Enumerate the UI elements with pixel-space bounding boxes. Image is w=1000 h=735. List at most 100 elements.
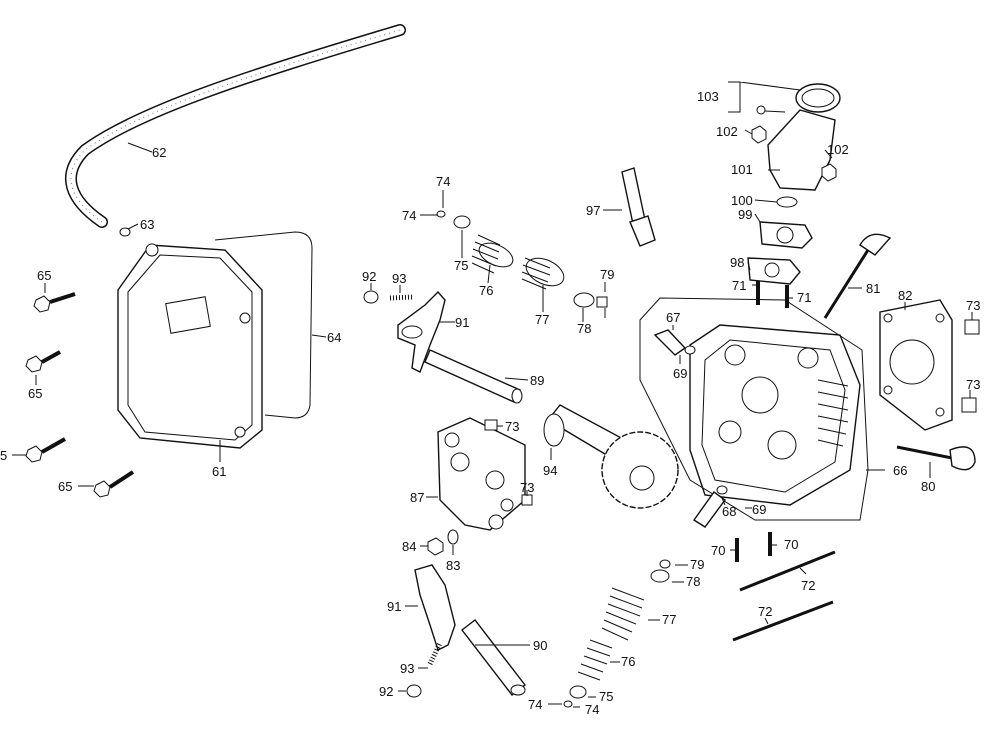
label-64: 64 xyxy=(327,330,341,345)
label-71: 71 xyxy=(797,290,811,305)
label-63: 63 xyxy=(140,217,154,232)
valve-spring-inner xyxy=(521,257,565,290)
washer xyxy=(447,529,459,545)
label-61: 61 xyxy=(212,464,226,479)
label-77: 77 xyxy=(662,612,676,627)
label-79: 79 xyxy=(600,267,614,282)
cylinder-head-cover xyxy=(117,243,263,449)
label-65: 65 xyxy=(58,479,72,494)
label-67: 67 xyxy=(666,310,680,325)
label-90: 90 xyxy=(533,638,547,653)
camshaft xyxy=(543,404,679,509)
label-98: 98 xyxy=(730,255,744,270)
rocker-arm xyxy=(414,564,456,651)
label-82: 82 xyxy=(898,288,912,303)
valve-seal xyxy=(659,559,671,569)
label-93: 93 xyxy=(400,661,414,676)
label-75: 75 xyxy=(599,689,613,704)
bolt xyxy=(25,350,61,373)
label-87: 87 xyxy=(410,490,424,505)
label-99: 99 xyxy=(738,207,752,222)
label-70: 70 xyxy=(711,543,725,558)
label-68: 68 xyxy=(722,504,736,519)
intake-valve xyxy=(823,233,892,319)
nut xyxy=(427,537,444,556)
breather-hose xyxy=(64,24,406,228)
adjust-screw xyxy=(427,641,443,666)
valve-spring-upper xyxy=(471,234,514,274)
label-74: 74 xyxy=(585,702,599,717)
label-73: 73 xyxy=(966,377,980,392)
label-75: 75 xyxy=(454,258,468,273)
label-94: 94 xyxy=(543,463,557,478)
adjust-screw xyxy=(389,294,414,301)
valve-seal xyxy=(596,296,608,308)
camshaft-holder xyxy=(437,417,526,531)
callout-labels: 5 61 62 63 64 65 65 65 66 67 68 69 69 70… xyxy=(0,89,980,717)
label-74: 74 xyxy=(528,697,542,712)
label-78: 78 xyxy=(686,574,700,589)
label-70: 70 xyxy=(784,537,798,552)
label-100: 100 xyxy=(731,193,753,208)
bolt xyxy=(33,292,76,313)
label-89: 89 xyxy=(530,373,544,388)
long-stud xyxy=(739,550,836,592)
rocker-shaft xyxy=(424,349,523,404)
bolt xyxy=(25,437,66,463)
stud-bolt xyxy=(693,491,726,528)
label-66: 66 xyxy=(893,463,907,478)
label-92: 92 xyxy=(379,684,393,699)
label-74: 74 xyxy=(436,174,450,189)
rocker-arm xyxy=(397,290,446,373)
label-5: 5 xyxy=(0,448,7,463)
label-102: 102 xyxy=(716,124,738,139)
label-81: 81 xyxy=(866,281,880,296)
label-80: 80 xyxy=(921,479,935,494)
label-71: 71 xyxy=(732,278,746,293)
insulator-gasket xyxy=(759,221,813,249)
label-72: 72 xyxy=(801,578,815,593)
label-84: 84 xyxy=(402,539,416,554)
valve-cotter xyxy=(436,210,446,218)
label-77: 77 xyxy=(535,312,549,327)
label-79: 79 xyxy=(690,557,704,572)
label-91: 91 xyxy=(387,599,401,614)
label-76: 76 xyxy=(621,654,635,669)
head-gasket xyxy=(879,299,953,431)
spring-seat xyxy=(573,292,595,308)
dowel-pin xyxy=(964,319,980,335)
nut xyxy=(751,125,767,144)
intake-gasket xyxy=(747,257,801,285)
dowel-pin xyxy=(484,419,498,431)
dowel-pin xyxy=(961,397,977,413)
label-73: 73 xyxy=(520,480,534,495)
valve-cotter xyxy=(563,700,573,708)
o-ring xyxy=(716,485,728,495)
spring-seat xyxy=(650,569,670,583)
label-65: 65 xyxy=(28,386,42,401)
label-73: 73 xyxy=(966,298,980,313)
label-83: 83 xyxy=(446,558,460,573)
label-69: 69 xyxy=(752,502,766,517)
cover-gasket xyxy=(214,231,313,419)
label-93: 93 xyxy=(392,271,406,286)
intake-pipe xyxy=(767,83,841,191)
label-76: 76 xyxy=(479,283,493,298)
dowel-pin xyxy=(521,494,533,506)
nut xyxy=(821,163,837,182)
label-74: 74 xyxy=(402,208,416,223)
label-73: 73 xyxy=(505,419,519,434)
hose-clip xyxy=(119,223,139,237)
bolt xyxy=(93,470,135,498)
stud-bolt xyxy=(653,329,687,356)
label-78: 78 xyxy=(577,321,591,336)
label-91: 91 xyxy=(455,315,469,330)
label-92: 92 xyxy=(362,269,376,284)
spark-plug xyxy=(621,167,656,247)
o-ring xyxy=(684,345,696,355)
adjust-nut xyxy=(406,684,422,698)
label-65: 65 xyxy=(37,268,51,283)
valve-spring-lower-inner xyxy=(577,639,613,681)
long-stud xyxy=(732,600,834,642)
